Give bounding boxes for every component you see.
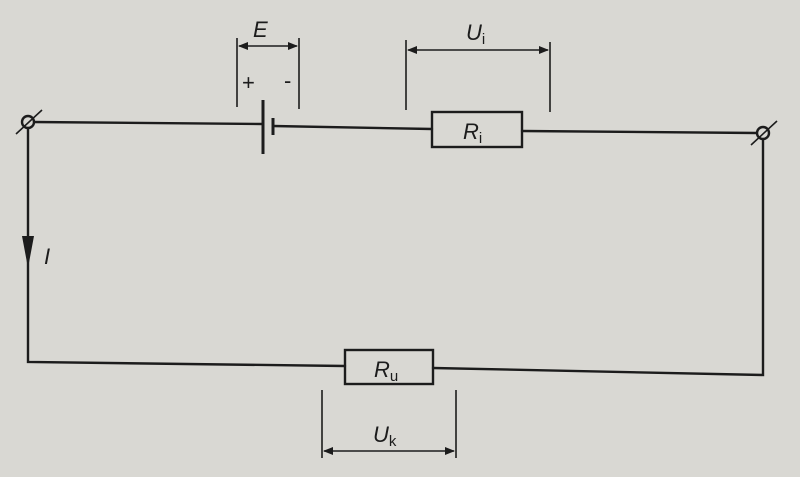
terminal-left — [15, 109, 43, 135]
terminal-voltage-subscript: k — [389, 433, 397, 450]
emf-label: E — [253, 17, 268, 42]
load-resistor-subscript: u — [390, 368, 398, 385]
svg-text:Ru: Ru — [374, 357, 398, 385]
minus-sign: - — [284, 68, 291, 93]
current-arrow: I — [22, 236, 50, 269]
svg-text:Ui: Ui — [466, 20, 485, 48]
load-resistor: Ru — [343, 348, 435, 386]
plus-sign: + — [242, 70, 255, 95]
current-label: I — [44, 244, 50, 269]
internal-resistor-subscript: i — [479, 130, 482, 147]
internal-voltage-subscript: i — [482, 31, 485, 48]
internal-resistor: Ri — [430, 110, 524, 149]
wires — [26, 120, 765, 377]
terminal-voltage-dimension: Uk — [321, 390, 457, 458]
emf-dimension: E + - — [236, 17, 300, 109]
battery-symbol — [261, 100, 275, 154]
svg-text:Uk: Uk — [373, 422, 397, 450]
internal-voltage-dimension: Ui — [405, 20, 551, 112]
terminal-voltage-label: U — [373, 422, 389, 447]
internal-voltage-label: U — [466, 20, 482, 45]
internal-resistor-label: R — [463, 119, 479, 144]
svg-text:Ri: Ri — [463, 119, 482, 147]
load-resistor-label: R — [374, 357, 390, 382]
terminal-right — [750, 120, 778, 146]
